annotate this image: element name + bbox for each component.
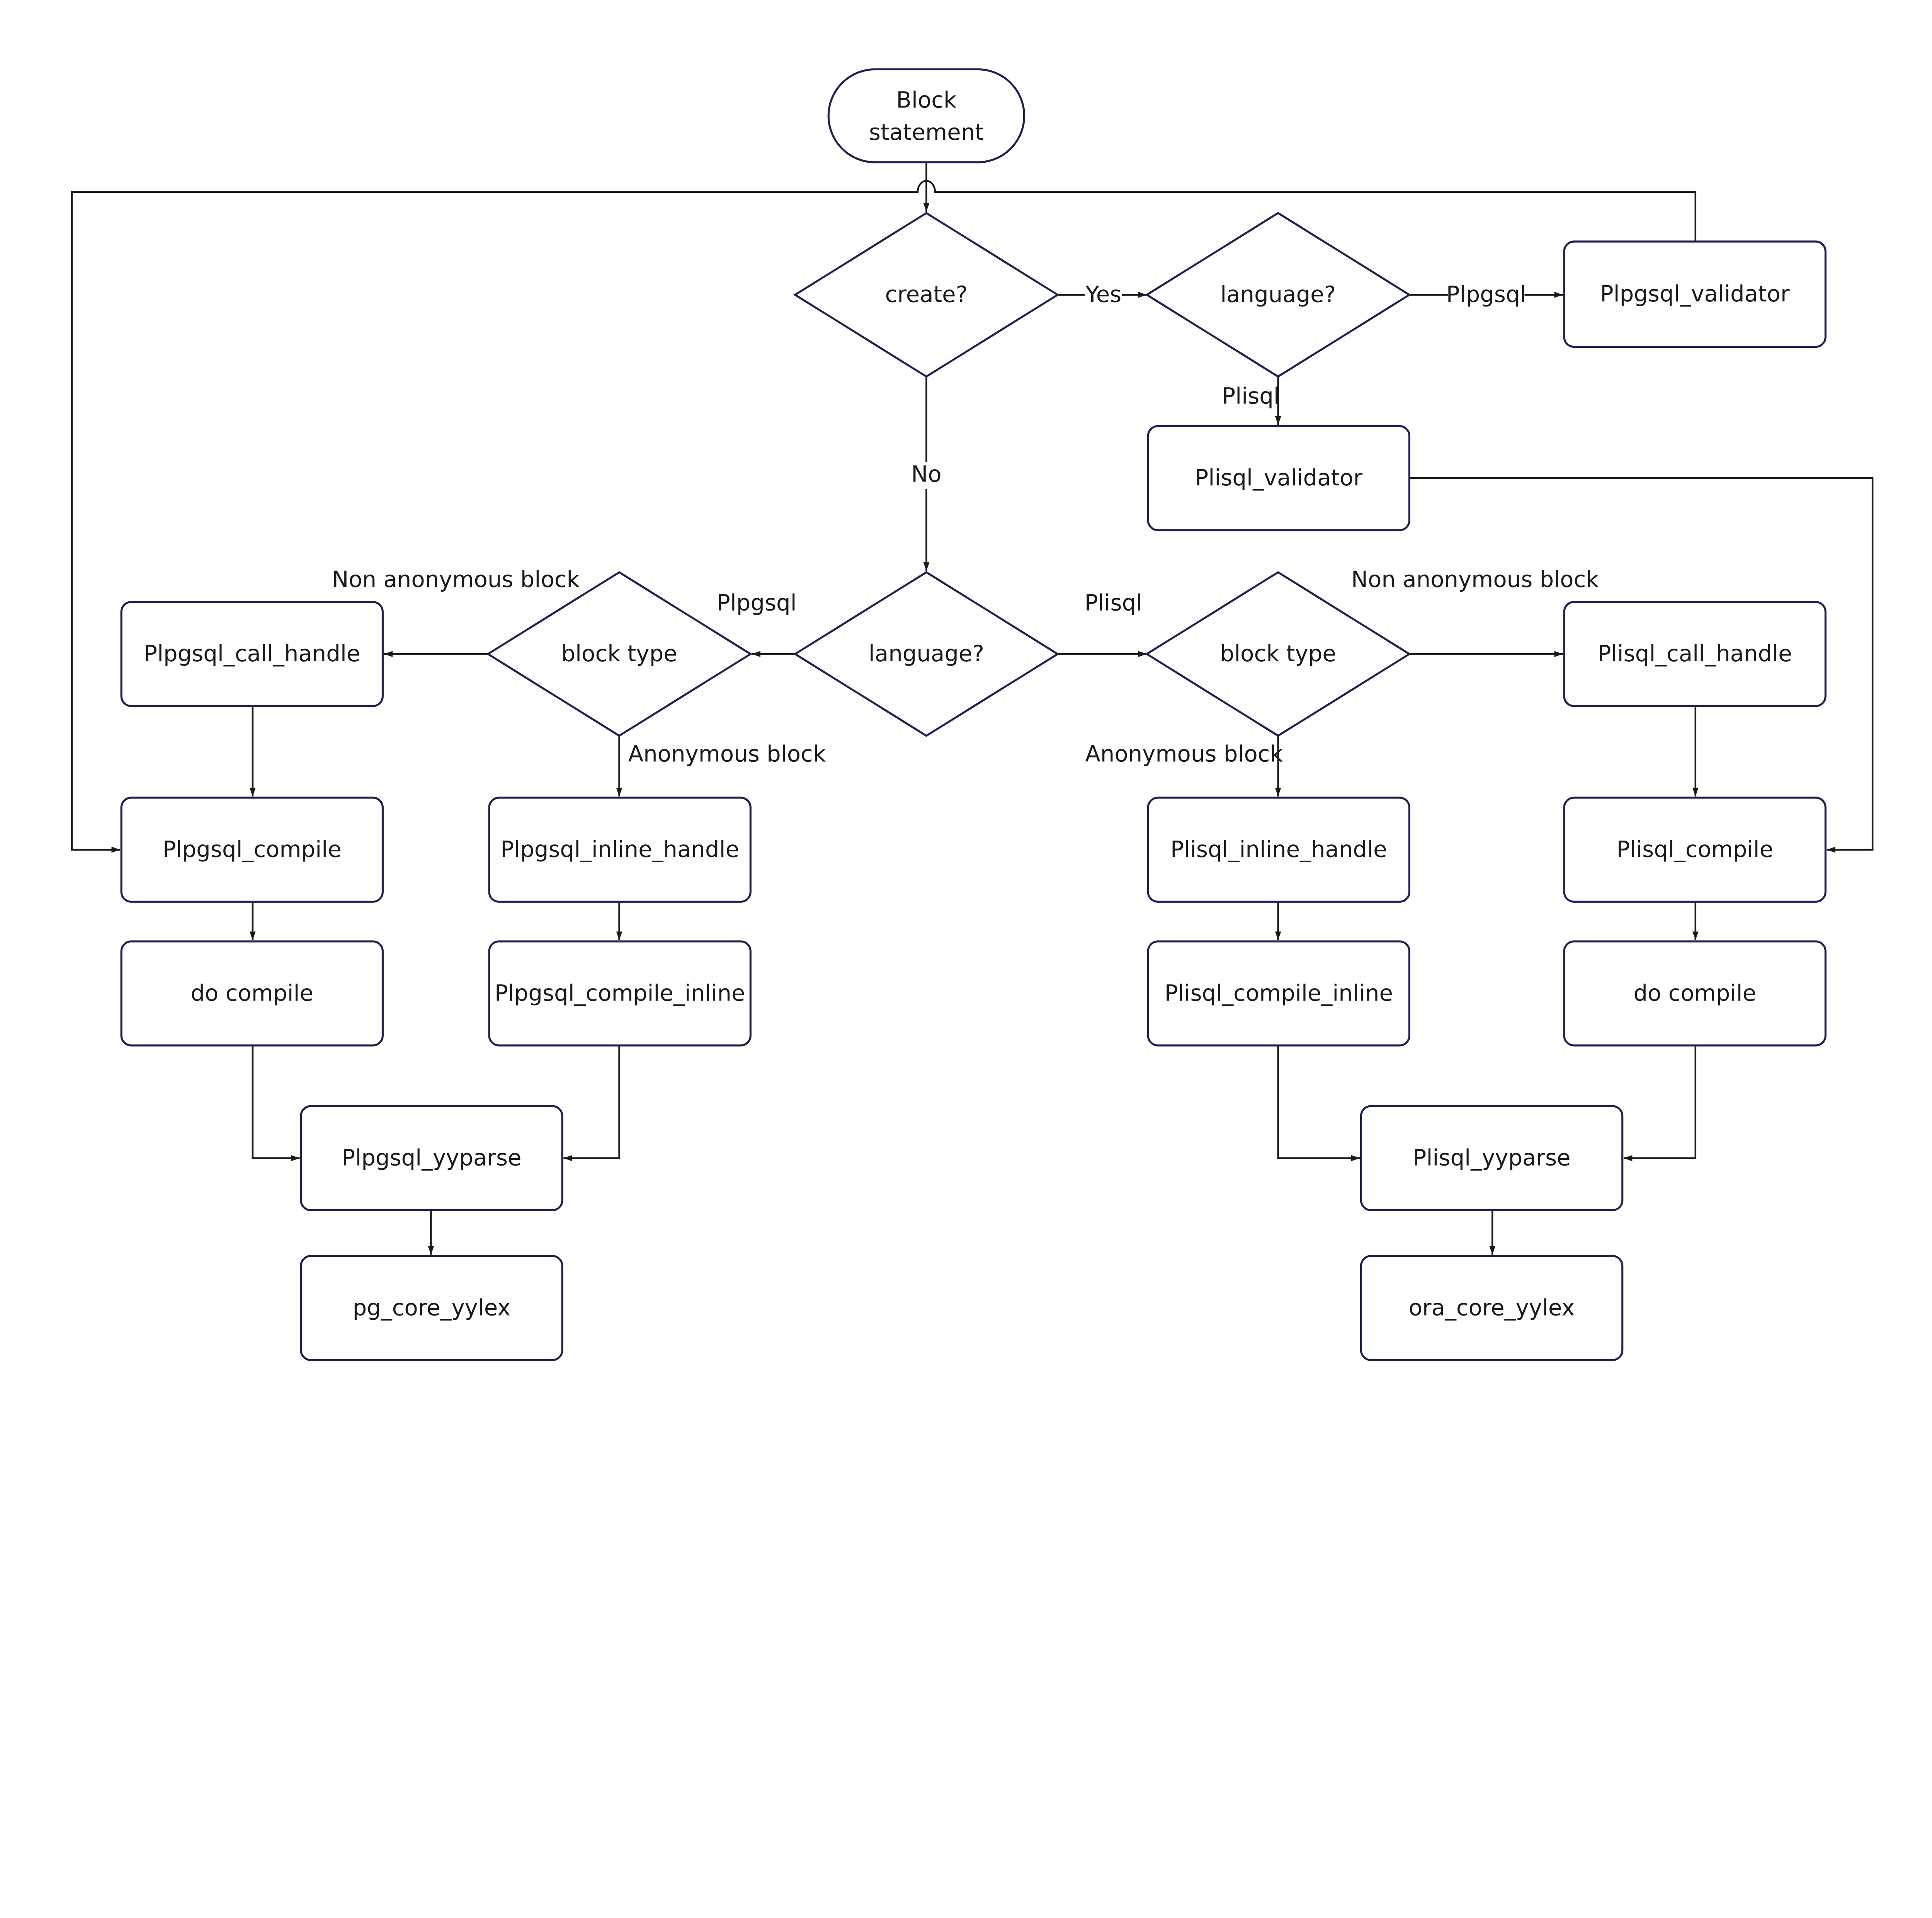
create-decision-node: create? <box>793 212 1060 378</box>
block-type-right-node: block type <box>1145 571 1412 737</box>
plpgsql-call-handle-node: Plpgsql_call_handle <box>120 601 384 707</box>
do-compile-left-node: do compile <box>120 940 384 1047</box>
plisql-yyparse-node: Plisql_yyparse <box>1360 1105 1624 1211</box>
node-label: Plpgsql_inline_handle <box>500 836 739 863</box>
node-label: Plpgsql_compile_inline <box>495 980 745 1006</box>
process-box <box>120 940 384 1047</box>
do-compile-right-node: do compile <box>1563 940 1827 1047</box>
node-label: language? <box>869 640 984 667</box>
label-mid-plpgsql: Plpgsql <box>717 590 797 616</box>
start-label-line-2: statement <box>869 119 984 145</box>
plisql-inline-handle-node: Plisql_inline_handle <box>1147 796 1410 903</box>
label-mid-plisql: Plisql <box>1085 590 1143 616</box>
edge-compile-inline-to-yyparse-left <box>563 1045 620 1161</box>
label-top-plpgsql: Plpgsql <box>1446 281 1526 308</box>
edge-validator-loop-to-plpgsql-compile <box>71 180 1697 853</box>
pg-core-yylex-node: pg_core_yylex <box>300 1255 563 1361</box>
plpgsql-validator-node: Plpgsql_validator <box>1563 240 1827 348</box>
node-label: Plisql_inline_handle <box>1170 836 1387 863</box>
process-box <box>488 940 752 1047</box>
plisql-compile-node: Plisql_compile <box>1563 796 1827 903</box>
process-box <box>1563 796 1827 903</box>
edge-do-compile-to-yyparse-left <box>252 1045 300 1161</box>
process-box <box>488 796 752 903</box>
node-label: Plpgsql_validator <box>1600 281 1790 307</box>
node-label: Plisql_compile <box>1616 836 1773 863</box>
plisql-call-handle-node: Plisql_call_handle <box>1563 601 1827 707</box>
decision-diamond <box>1145 571 1412 737</box>
block-type-left-node: block type <box>486 571 753 737</box>
node-label: language? <box>1220 281 1336 308</box>
node-label: block type <box>561 640 677 667</box>
node-label: Plisql_validator <box>1195 465 1363 491</box>
label-background <box>908 462 945 490</box>
edge-do-compile-to-yyparse-right <box>1623 1045 1697 1161</box>
decision-diamond <box>793 571 1060 737</box>
process-box <box>1360 1105 1624 1211</box>
process-box <box>300 1105 563 1211</box>
plpgsql-compile-inline-node: Plpgsql_compile_inline <box>488 940 752 1047</box>
plpgsql-inline-handle-node: Plpgsql_inline_handle <box>488 796 752 903</box>
label-top-plisql: Plisql <box>1222 383 1280 409</box>
decision-diamond <box>793 212 1060 378</box>
node-label: block type <box>1220 640 1336 667</box>
label-left-non-anonymous: Non anonymous block <box>332 566 580 592</box>
plpgsql-compile-node: Plpgsql_compile <box>120 796 384 903</box>
node-label: Plpgsql_compile <box>163 836 342 863</box>
terminator-shape <box>827 68 1026 163</box>
label-right-non-anonymous: Non anonymous block <box>1351 566 1599 592</box>
process-box <box>120 796 384 903</box>
label-right-anonymous: Anonymous block <box>1085 741 1283 767</box>
process-box <box>1563 601 1827 707</box>
node-label: Plpgsql_yyparse <box>342 1145 521 1171</box>
language-decision-top-node: language? <box>1145 212 1412 378</box>
label-no: No <box>911 461 941 487</box>
process-box <box>1147 425 1410 531</box>
node-label: Plisql_yyparse <box>1413 1145 1571 1171</box>
flowchart: Block statement create? language? language? b… <box>71 68 1874 1361</box>
node-label: Plpgsql_call_handle <box>144 640 360 667</box>
label-background <box>1085 282 1122 310</box>
start-label-line-1: Block <box>896 87 957 113</box>
label-yes: Yes <box>1085 281 1121 308</box>
node-label: Plisql_compile_inline <box>1165 980 1393 1006</box>
process-box <box>1563 940 1827 1047</box>
node-label: do compile <box>190 980 313 1006</box>
process-box <box>1147 796 1410 903</box>
node-label: pg_core_yylex <box>353 1294 511 1321</box>
process-box <box>120 601 384 707</box>
ora-core-yylex-node: ora_core_yylex <box>1360 1255 1624 1361</box>
process-box <box>300 1255 563 1361</box>
edge-compile-inline-to-yyparse-right <box>1277 1045 1360 1161</box>
decision-diamond <box>486 571 753 737</box>
start-node: Block statement <box>827 68 1026 163</box>
node-label: ora_core_yylex <box>1409 1294 1575 1321</box>
plisql-validator-node: Plisql_validator <box>1147 425 1410 531</box>
label-left-anonymous: Anonymous block <box>628 741 826 767</box>
label-background <box>1447 282 1525 310</box>
node-label: Plisql_call_handle <box>1598 640 1792 667</box>
node-label: do compile <box>1633 980 1756 1006</box>
plisql-compile-inline-node: Plisql_compile_inline <box>1147 940 1410 1047</box>
process-box <box>1563 240 1827 348</box>
language-decision-mid-node: language? <box>793 571 1060 737</box>
process-box <box>1360 1255 1624 1361</box>
node-label: create? <box>885 281 968 308</box>
decision-diamond <box>1145 212 1412 378</box>
process-box <box>1147 940 1410 1047</box>
edge-plisql-validator-to-compile <box>1409 477 1874 853</box>
plpgsql-yyparse-node: Plpgsql_yyparse <box>300 1105 563 1211</box>
